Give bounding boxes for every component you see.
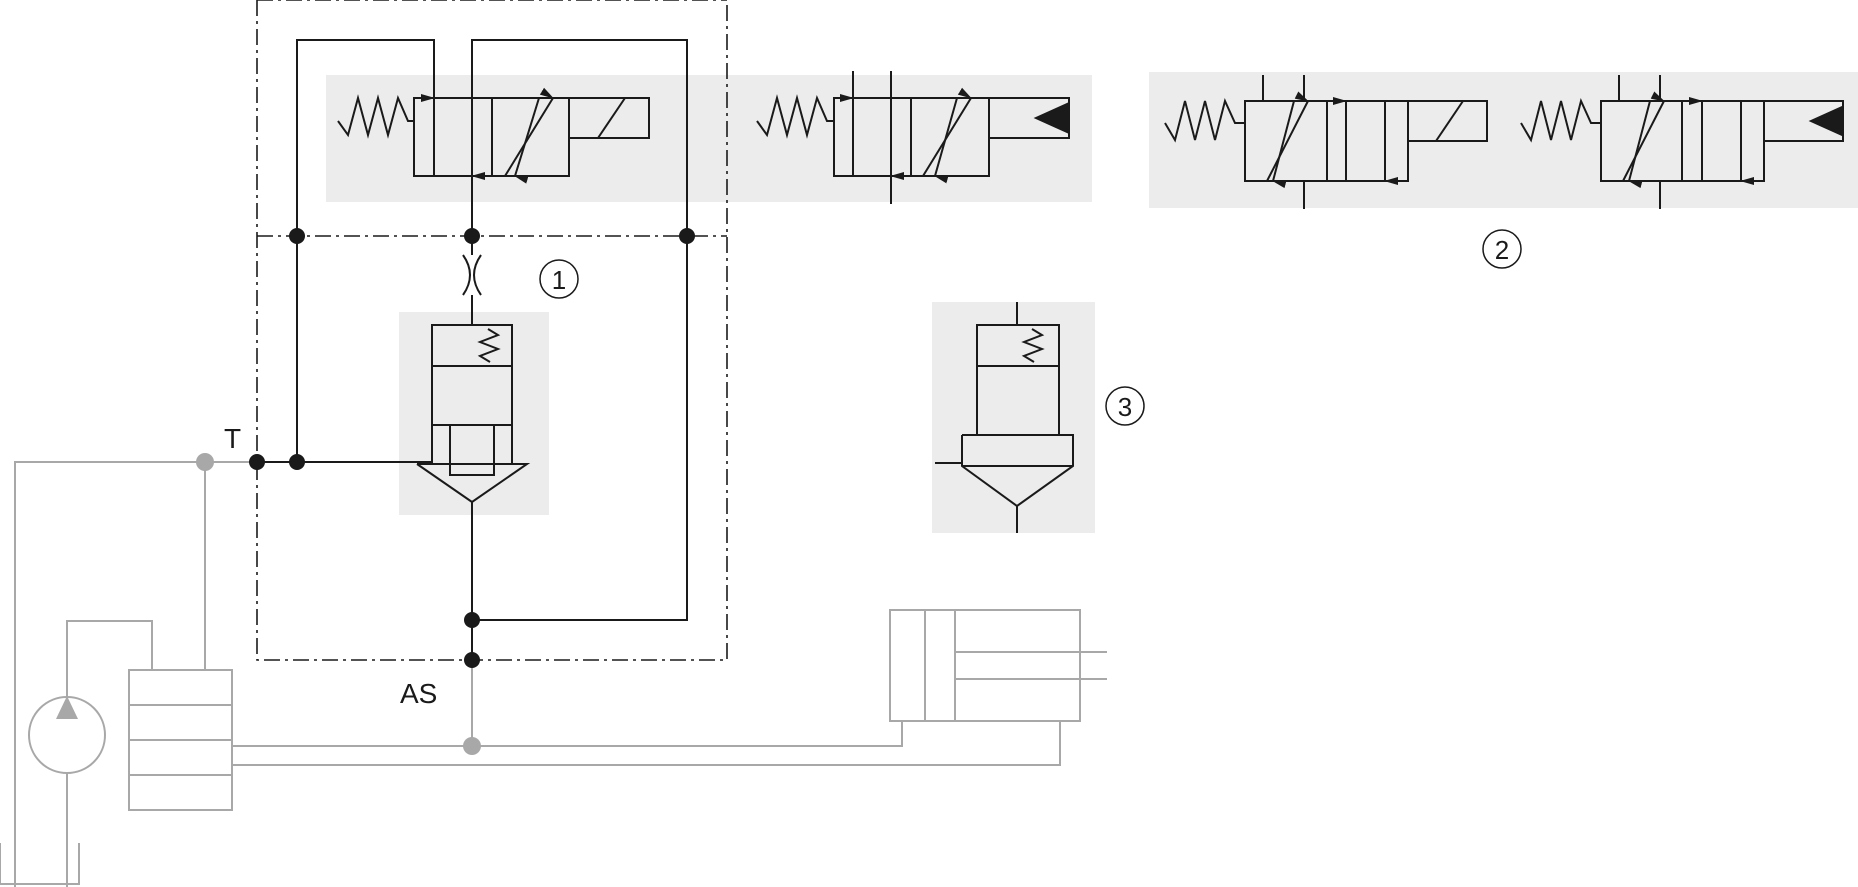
callout-3: 3 [1105, 386, 1145, 426]
orifice-symbol [462, 254, 482, 296]
cartridge-valve-3 [935, 302, 1074, 533]
callout-circle [1482, 229, 1522, 269]
panel-cartridge-valve-3 [932, 302, 1095, 533]
callout-2: 2 [1482, 229, 1522, 269]
valve-2-pneumatic [1520, 75, 1844, 209]
callout-number-1: 1 [552, 265, 566, 295]
port-label-t: T [224, 423, 241, 454]
junction-dot [249, 454, 265, 470]
internal-junctions [249, 228, 695, 668]
module-boundary [256, 0, 728, 661]
junction-dot [464, 652, 480, 668]
external-junctions [196, 453, 481, 755]
hydraulic-cylinder [889, 609, 1081, 722]
junction-dot [463, 737, 481, 755]
external-circuit [0, 461, 1107, 887]
junction-dot [289, 454, 305, 470]
callout-circle [539, 259, 579, 299]
valve-2-solenoid [1164, 75, 1488, 209]
junction-dot [196, 453, 214, 471]
junction-dot [289, 228, 305, 244]
callout-1: 1 [539, 259, 579, 299]
junction-dot [464, 612, 480, 628]
pump-symbol [28, 696, 106, 774]
pilot-valve-solenoid [337, 87, 650, 184]
pilot-valve-pneumatic [756, 71, 1070, 204]
panel-valve-pair-2 [1149, 72, 1858, 208]
port-label-as: AS [400, 678, 437, 709]
callout-circle [1105, 386, 1145, 426]
junction-dot [464, 228, 480, 244]
callout-number-3: 3 [1118, 392, 1132, 422]
junction-dot [679, 228, 695, 244]
reservoir [0, 843, 80, 885]
cartridge-valve-1 [416, 324, 531, 504]
panel-cartridge-valve-1 [399, 312, 549, 515]
callout-number-2: 2 [1495, 235, 1509, 265]
